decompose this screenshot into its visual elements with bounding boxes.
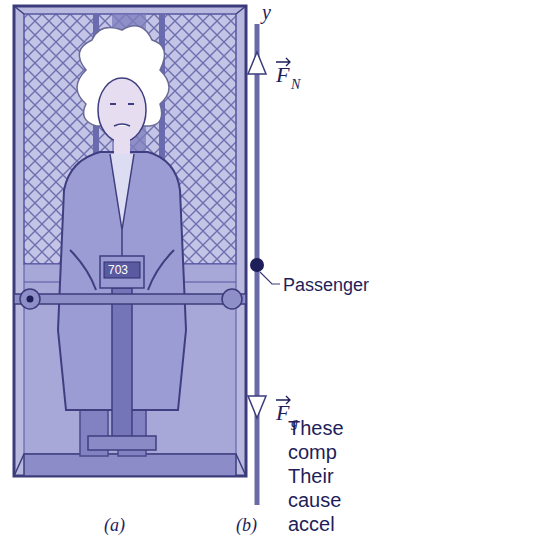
scale bbox=[88, 256, 156, 450]
panel-label: (b) bbox=[236, 516, 257, 534]
panel-label: (a) bbox=[104, 516, 125, 534]
force-symbol: F bbox=[276, 64, 289, 86]
force-symbol: F bbox=[276, 402, 289, 424]
elevator-frame bbox=[14, 6, 246, 476]
note-text: These comp Their cause accel bbox=[288, 416, 354, 536]
force-subscript: N bbox=[291, 78, 300, 92]
axis-label: y bbox=[262, 2, 271, 22]
object-label: Passenger bbox=[283, 276, 369, 294]
handrail bbox=[14, 294, 246, 304]
elevator-floor bbox=[24, 454, 236, 476]
passenger-figure bbox=[58, 26, 186, 456]
scale-reading: 703 bbox=[108, 264, 128, 276]
free-body-diagram bbox=[248, 24, 290, 505]
